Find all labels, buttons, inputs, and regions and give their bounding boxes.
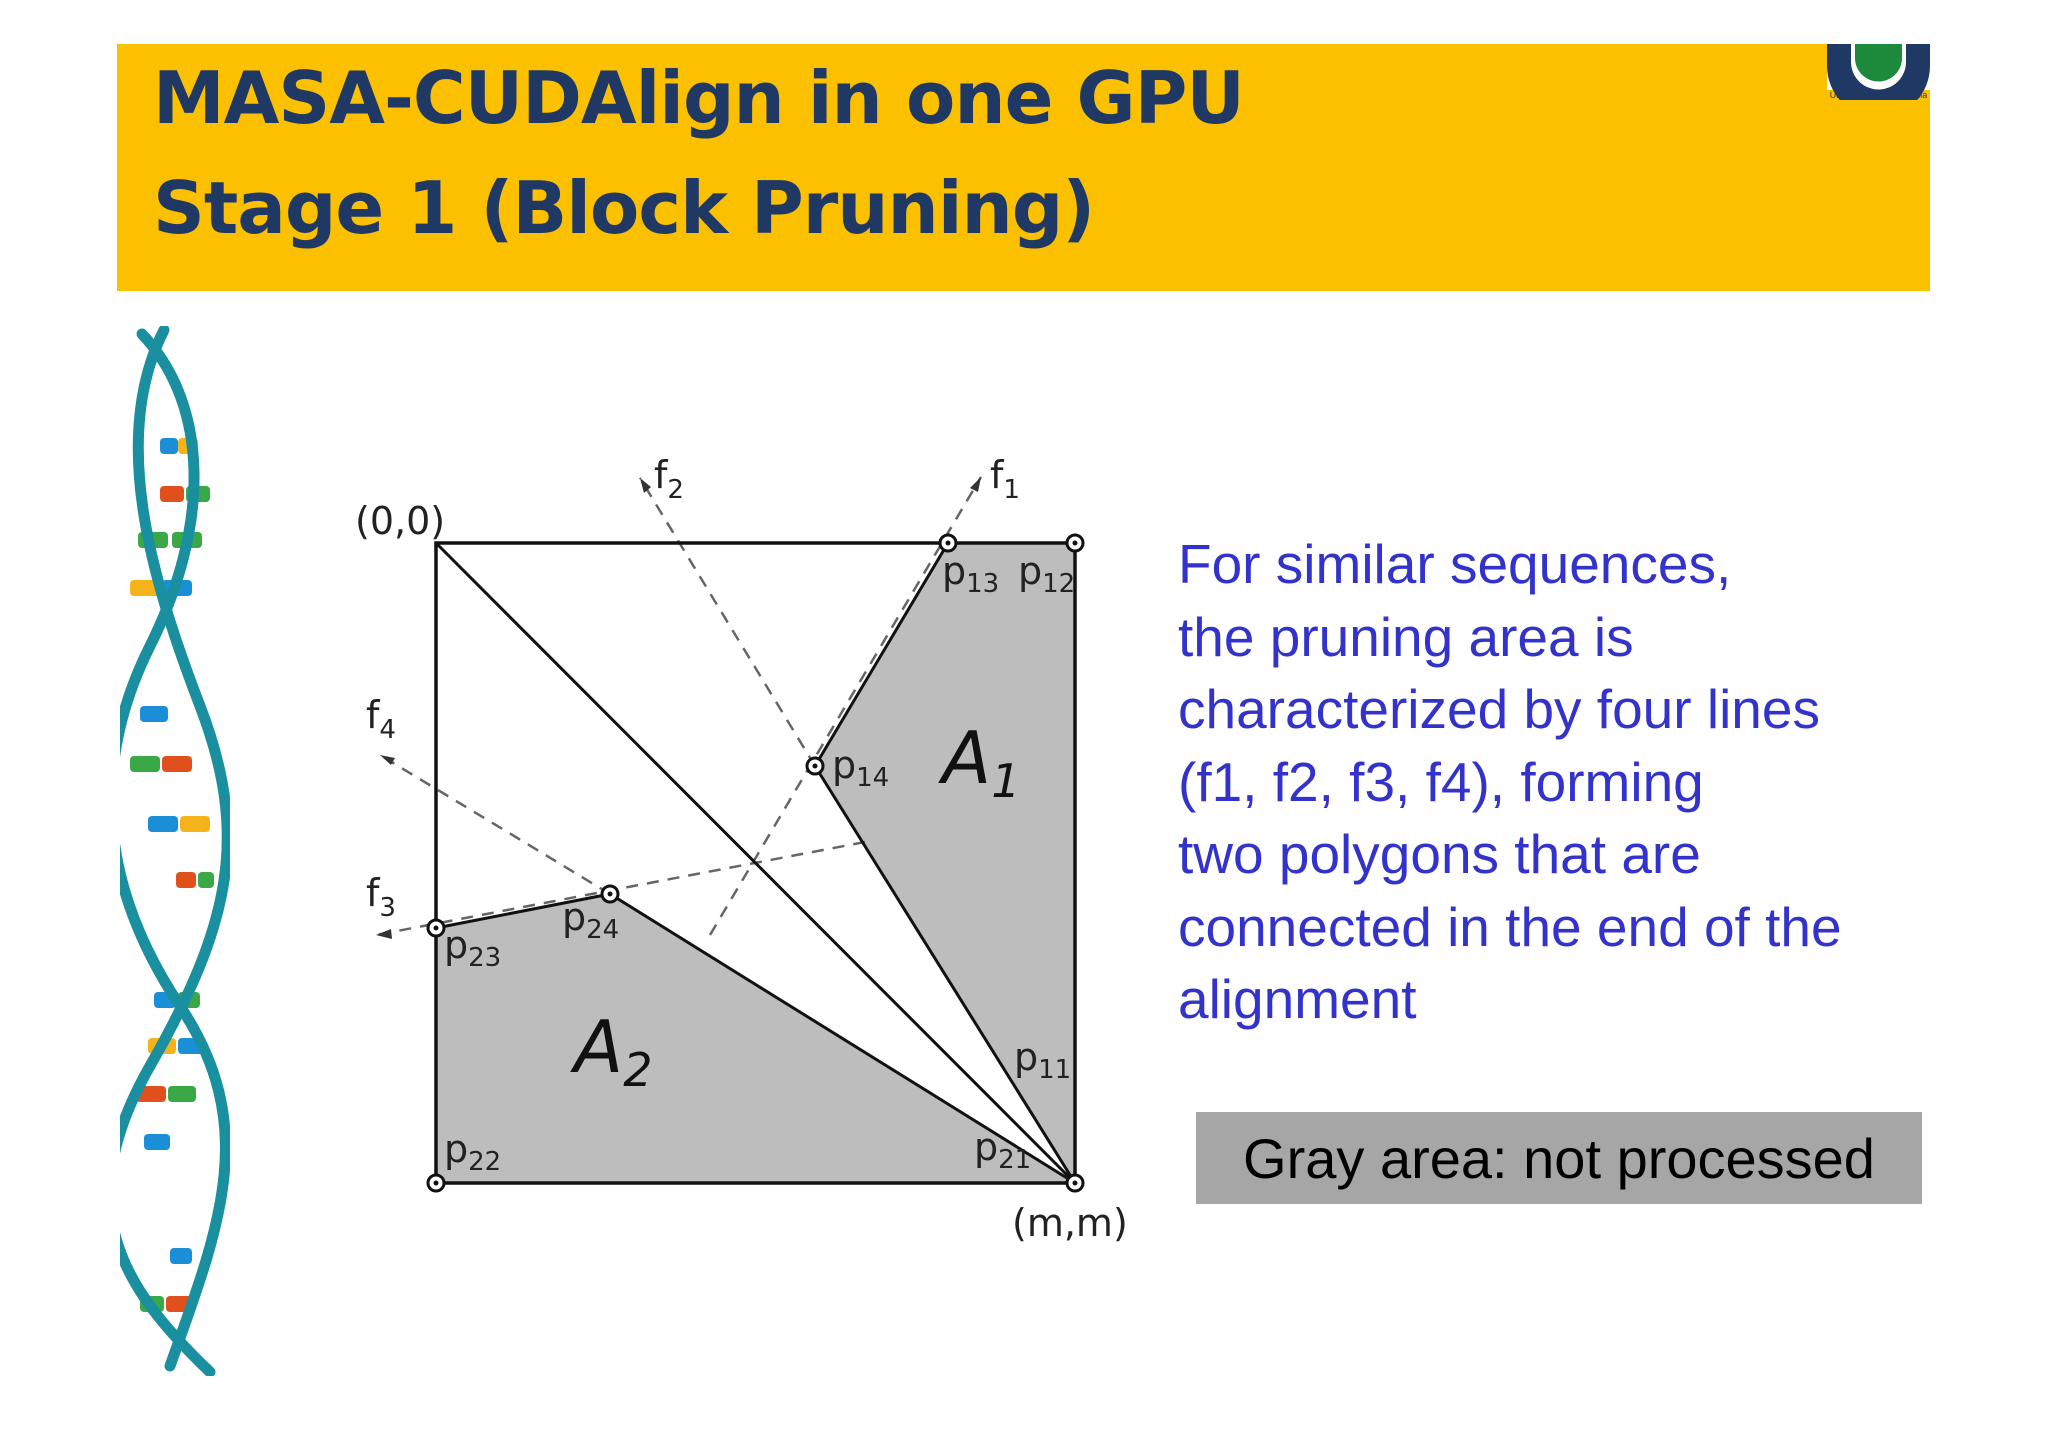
block-pruning-diagram: (0,0) (m,m) f1 f2 f4 f3 p13 p12 p14 p24 … <box>355 453 1128 1245</box>
arrowhead-f3 <box>376 929 392 939</box>
description-line: characterized by four lines <box>1178 678 1820 740</box>
point-label-p11: p11 <box>1014 1035 1071 1085</box>
description-line: connected in the end of the <box>1178 895 1842 958</box>
slide-subtitle: Stage 1 (Block Pruning) <box>153 166 1095 250</box>
line-label-f2: f2 <box>654 453 684 505</box>
description-line: alignment <box>1178 968 1417 1030</box>
description-line: For similar sequences, <box>1178 533 1732 595</box>
line-label-f4: f4 <box>366 693 396 745</box>
gray-area-note-text: Gray area: not processed <box>1243 1126 1875 1190</box>
point-label-p24: p24 <box>562 895 619 945</box>
matrix-outline <box>434 541 1077 1185</box>
point-label-p14: p14 <box>832 743 889 793</box>
area-label-a2: A2 <box>570 1005 653 1097</box>
point-label-p13: p13 <box>942 549 999 599</box>
slide-title: MASA-CUDAlign in one GPU <box>153 56 1245 140</box>
point-label-p12: p12 <box>1018 549 1075 599</box>
line-label-f1: f1 <box>990 453 1020 505</box>
area-a1-polygon <box>815 543 1075 1183</box>
dna-helix-icon <box>120 326 230 1376</box>
title-band <box>117 44 1930 291</box>
line-f2 <box>638 477 817 767</box>
description-line: two polygons that are <box>1178 823 1701 885</box>
gray-area-note: Gray area: not processed <box>1196 1112 1922 1204</box>
line-f1 <box>708 476 983 936</box>
dna-rungs <box>130 438 214 1312</box>
description-line: the pruning area is <box>1178 605 1634 668</box>
description-line: (f1, f2, f3, f4), forming <box>1178 750 1704 813</box>
arrowhead-f4 <box>380 755 395 765</box>
area-a2-polygon <box>436 894 1075 1183</box>
area-label-a1: A1 <box>938 716 1021 808</box>
arrowhead-f1 <box>970 477 981 492</box>
main-diagonal <box>434 541 1077 1185</box>
point-label-p23: p23 <box>444 923 501 973</box>
description-text: For similar sequences, the pruning area … <box>1178 528 1938 1036</box>
point-label-p21: p21 <box>974 1125 1031 1175</box>
point-label-p22: p22 <box>444 1127 501 1177</box>
line-label-f3: f3 <box>366 871 396 923</box>
arrowhead-f2 <box>640 478 651 493</box>
corner-start-label: (0,0) <box>355 499 445 543</box>
line-f4 <box>379 753 611 896</box>
university-logo-icon <box>1827 44 1930 100</box>
logo-caption: Universidade de Brasília <box>1829 90 1928 100</box>
corner-end-label: (m,m) <box>1012 1201 1128 1245</box>
